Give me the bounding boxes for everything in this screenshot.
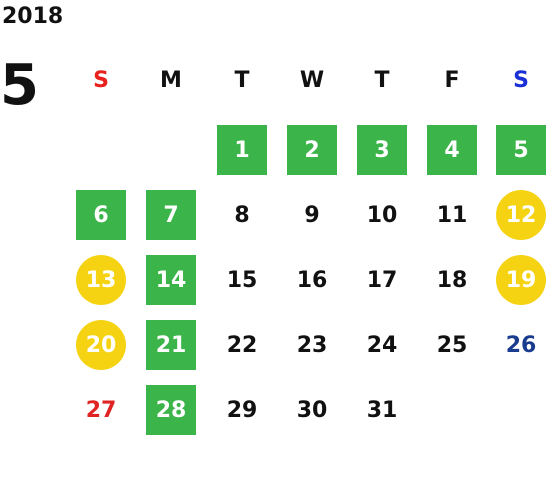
weekday-label: T: [374, 68, 390, 93]
calendar-month: 5: [0, 53, 39, 118]
calendar-day[interactable]: 26: [505, 332, 537, 358]
calendar-day[interactable]: 14: [146, 255, 196, 305]
calendar-day[interactable]: 24: [366, 332, 398, 358]
calendar-day[interactable]: 30: [296, 397, 328, 423]
calendar-day[interactable]: 12: [496, 190, 546, 240]
calendar-year: 2018: [2, 4, 64, 29]
calendar-day[interactable]: 6: [76, 190, 126, 240]
calendar-day[interactable]: 2: [287, 125, 337, 175]
calendar-day[interactable]: 5: [496, 125, 546, 175]
calendar-day[interactable]: 19: [496, 255, 546, 305]
weekday-label: S: [513, 68, 529, 93]
calendar-day[interactable]: 8: [234, 202, 250, 228]
calendar-day[interactable]: 10: [366, 202, 398, 228]
calendar-day[interactable]: 1: [217, 125, 267, 175]
calendar-day[interactable]: 7: [146, 190, 196, 240]
calendar-day[interactable]: 23: [296, 332, 328, 358]
calendar-day[interactable]: 16: [296, 267, 328, 293]
calendar-day[interactable]: 3: [357, 125, 407, 175]
calendar-day[interactable]: 28: [146, 385, 196, 435]
calendar-day[interactable]: 20: [76, 320, 126, 370]
weekday-label: T: [234, 68, 250, 93]
calendar-day[interactable]: 9: [304, 202, 320, 228]
calendar-day[interactable]: 17: [366, 267, 398, 293]
weekday-label: W: [299, 68, 325, 93]
weekday-label: S: [93, 68, 109, 93]
calendar-day[interactable]: 18: [436, 267, 468, 293]
calendar-day[interactable]: 22: [226, 332, 258, 358]
calendar-day[interactable]: 15: [226, 267, 258, 293]
weekday-label: F: [444, 68, 460, 93]
calendar-day[interactable]: 4: [427, 125, 477, 175]
weekday-label: M: [160, 68, 182, 93]
calendar-day[interactable]: 13: [76, 255, 126, 305]
calendar-day[interactable]: 27: [85, 397, 117, 423]
calendar-day[interactable]: 31: [366, 397, 398, 423]
calendar-day[interactable]: 21: [146, 320, 196, 370]
calendar-day[interactable]: 29: [226, 397, 258, 423]
calendar-day[interactable]: 25: [436, 332, 468, 358]
calendar-day[interactable]: 11: [436, 202, 468, 228]
